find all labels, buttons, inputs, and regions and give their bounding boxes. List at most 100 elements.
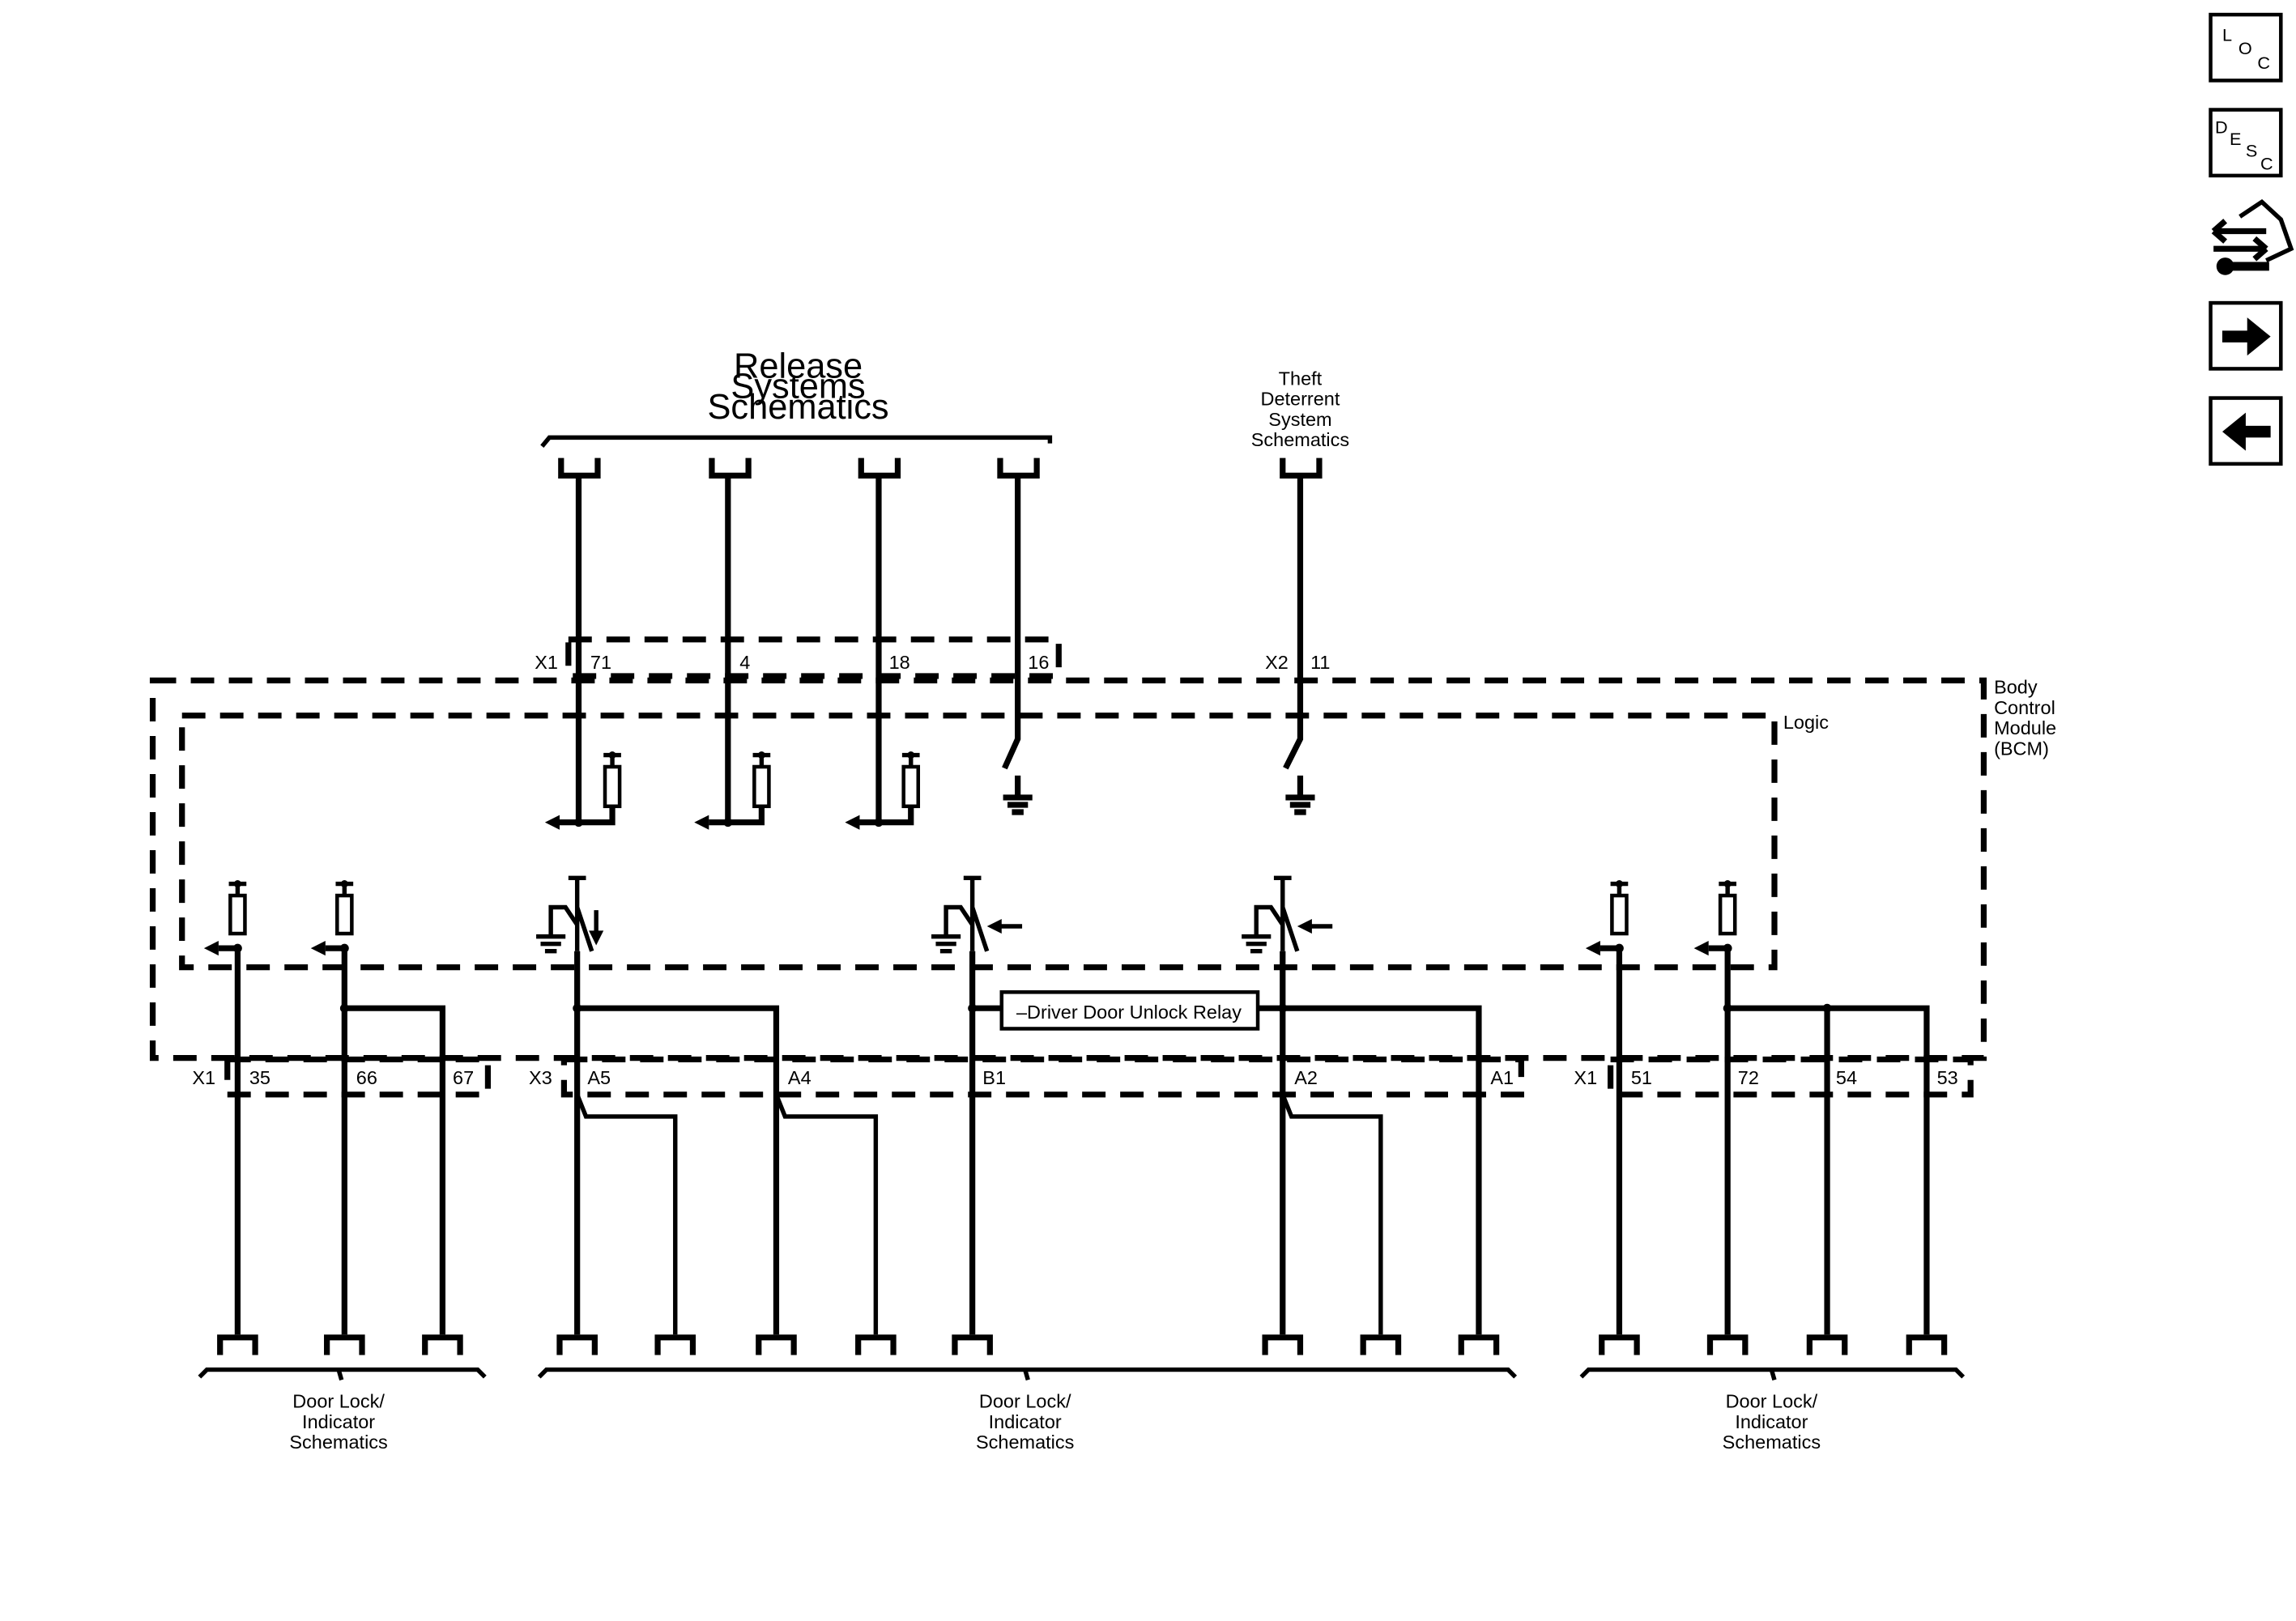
svg-text:C: C [2260,154,2273,174]
supply-node [757,751,765,759]
door-lock-heading-3: Door Lock/ Indicator Schematics [1723,1391,1821,1453]
svg-text:Deterrent: Deterrent [1260,389,1340,410]
relay-nc-contact [1254,904,1285,937]
bottom-terminal-7 [952,1334,993,1355]
relay-arrow-head [986,918,1002,934]
svg-text:Module: Module [1994,717,2056,738]
description-icon: D [2215,117,2228,137]
theft-deterrent-heading: Theft Deterrent System Schematics [1251,368,1349,450]
relay-ground [1242,934,1272,954]
svg-text:Door Lock/: Door Lock/ [979,1391,1071,1412]
bottom-terminal-14 [1906,1334,1948,1355]
supply-node [340,880,348,888]
bottom-terminal-8 [1262,1334,1304,1355]
svg-text:Schematics: Schematics [976,1432,1074,1453]
svg-text:A4: A4 [788,1067,811,1088]
location-button[interactable]: L O C [2209,12,2283,83]
bottom-terminal-6 [855,1334,897,1355]
input-pullup-0 [603,751,622,809]
svg-text:A5: A5 [587,1067,611,1088]
supply-node [608,751,616,759]
resistor [752,764,771,809]
logic-label: Logic [1783,712,1829,733]
door-lock-heading-1: Door Lock/ Indicator Schematics [289,1391,387,1453]
connector-repair-button[interactable] [2211,198,2294,275]
input-arrow-0 [544,815,560,830]
bottom-terminal-0 [217,1334,258,1355]
bottom-terminal-13 [1806,1334,1848,1355]
resistor [1610,893,1629,936]
relay-nc-contact [548,904,579,937]
bottom-terminal-3 [556,1334,598,1355]
svg-text:53: 53 [1937,1067,1958,1088]
bottom-terminal-5 [756,1334,797,1355]
relay-ground [536,934,566,954]
supply-node [233,880,241,888]
arrow-right-icon [2222,317,2271,356]
resistor [603,764,622,809]
relay-switch-a2 [1242,875,1333,954]
driver-door-unlock-relay-label: –Driver Door Unlock Relay [1016,1002,1242,1023]
svg-text:Schematics: Schematics [1251,429,1349,450]
svg-text:Body: Body [1994,677,2038,698]
svg-text:66: 66 [356,1067,377,1088]
bottom-terminal-10 [1458,1334,1500,1355]
svg-text:71: 71 [590,652,611,673]
location-icon: L [2222,25,2232,45]
svg-text:E: E [2230,129,2241,149]
bcm-label: Body Control Module (BCM) [1994,677,2056,759]
top-terminals [558,457,1323,479]
input-arrow-1 [694,815,709,830]
description-button[interactable]: D E S C [2209,108,2283,178]
release-input-circuits [559,475,914,828]
svg-text:Indicator: Indicator [989,1411,1062,1432]
door-lock-heading-2: Door Lock/ Indicator Schematics [976,1391,1074,1453]
svg-text:Schematics: Schematics [708,388,889,427]
svg-text:Schematics: Schematics [289,1432,387,1453]
door-lock-bracket-3 [1579,1367,1966,1381]
relay-contact [574,896,594,952]
svg-text:54: 54 [1836,1067,1857,1088]
relay-supply [963,875,982,896]
output-circuits [218,943,1930,1335]
bottom-connector-labels: X1 35 66 67 X3 A5 A4 B1 A2 A1 X1 51 72 5… [192,1067,1957,1088]
relay-supply [1273,875,1292,896]
svg-text:System: System [1268,409,1331,430]
svg-text:A1: A1 [1490,1067,1514,1088]
svg-text:Schematics: Schematics [1723,1432,1821,1453]
connector-repair-icon [2211,198,2294,275]
relay-contact [969,896,990,952]
svg-text:X2: X2 [1265,652,1289,673]
resistor [228,893,247,936]
connector-x1-top-housing [565,636,1062,679]
connector-x1-left-housing [224,1056,492,1098]
release-systems-bracket [540,435,1053,448]
svg-text:18: 18 [889,652,910,673]
svg-text:Control: Control [1994,697,2055,718]
input-arrow-2 [845,815,860,830]
relay-nc-contact [944,904,974,937]
connector-x1-right-housing [1607,1056,1974,1098]
relay-supply [568,875,586,896]
svg-text:72: 72 [1738,1067,1759,1088]
input-pullup-2 [901,751,921,809]
svg-text:4: 4 [739,652,750,673]
svg-text:X1: X1 [1574,1067,1597,1088]
relay-ground [931,934,961,954]
previous-page-button[interactable] [2209,396,2283,466]
supply-node [907,751,915,759]
bottom-terminal-12 [1706,1334,1749,1355]
output-pullup-3 [1718,880,1737,936]
svg-text:X3: X3 [529,1067,552,1088]
svg-text:35: 35 [249,1067,270,1088]
next-page-button[interactable] [2209,300,2283,371]
output-pullup-0 [228,880,247,936]
supply-node [1723,880,1732,888]
svg-text:Door Lock/: Door Lock/ [1726,1391,1818,1412]
release-systems-heading: Release Systems Schematics [708,347,889,427]
bottom-terminal-11 [1599,1334,1640,1355]
component-symbols [203,751,1737,956]
output-arrow-3 [1693,941,1709,956]
connector-x3-housing [560,1056,1524,1098]
